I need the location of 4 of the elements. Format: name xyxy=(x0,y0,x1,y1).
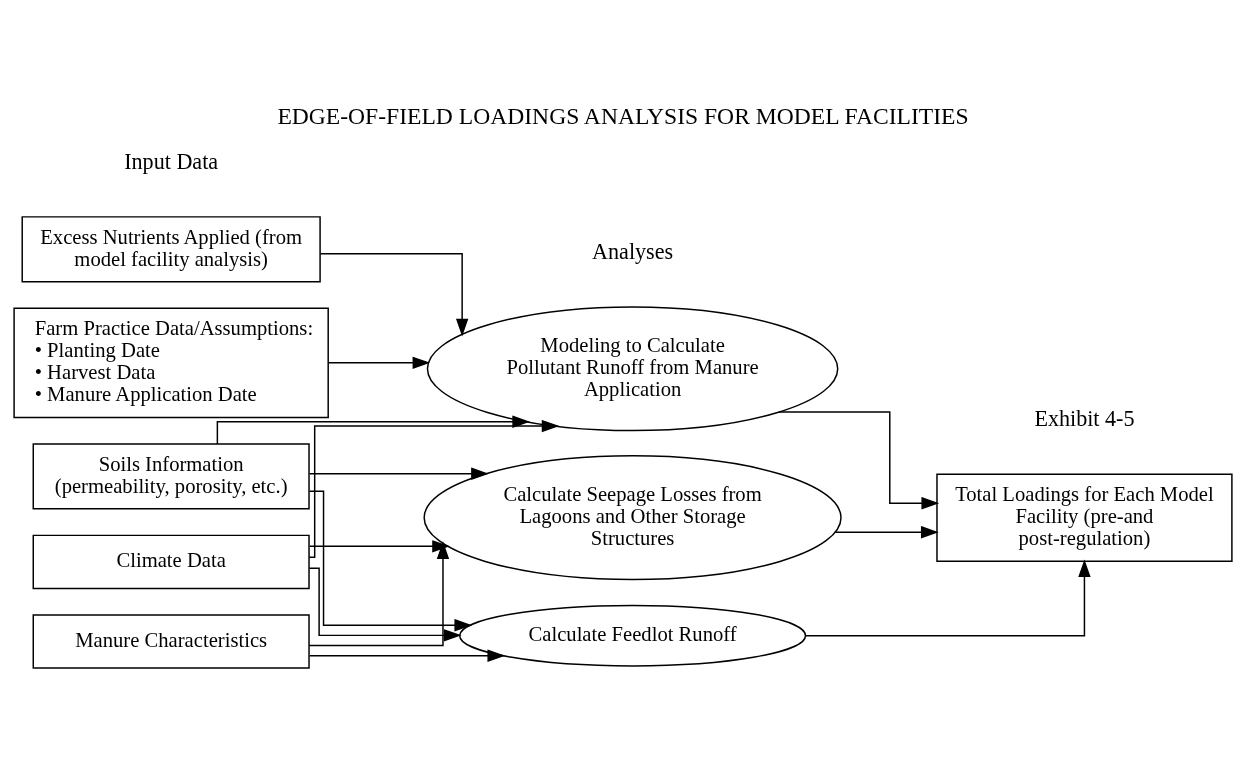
label: Analyses xyxy=(592,238,674,264)
label: Exhibit 4-5 xyxy=(1034,405,1135,431)
label: Input Data xyxy=(124,148,219,174)
diagram-title: EDGE-OF-FIELD LOADINGS ANALYSIS FOR MODEL FACILITIES xyxy=(277,102,969,129)
